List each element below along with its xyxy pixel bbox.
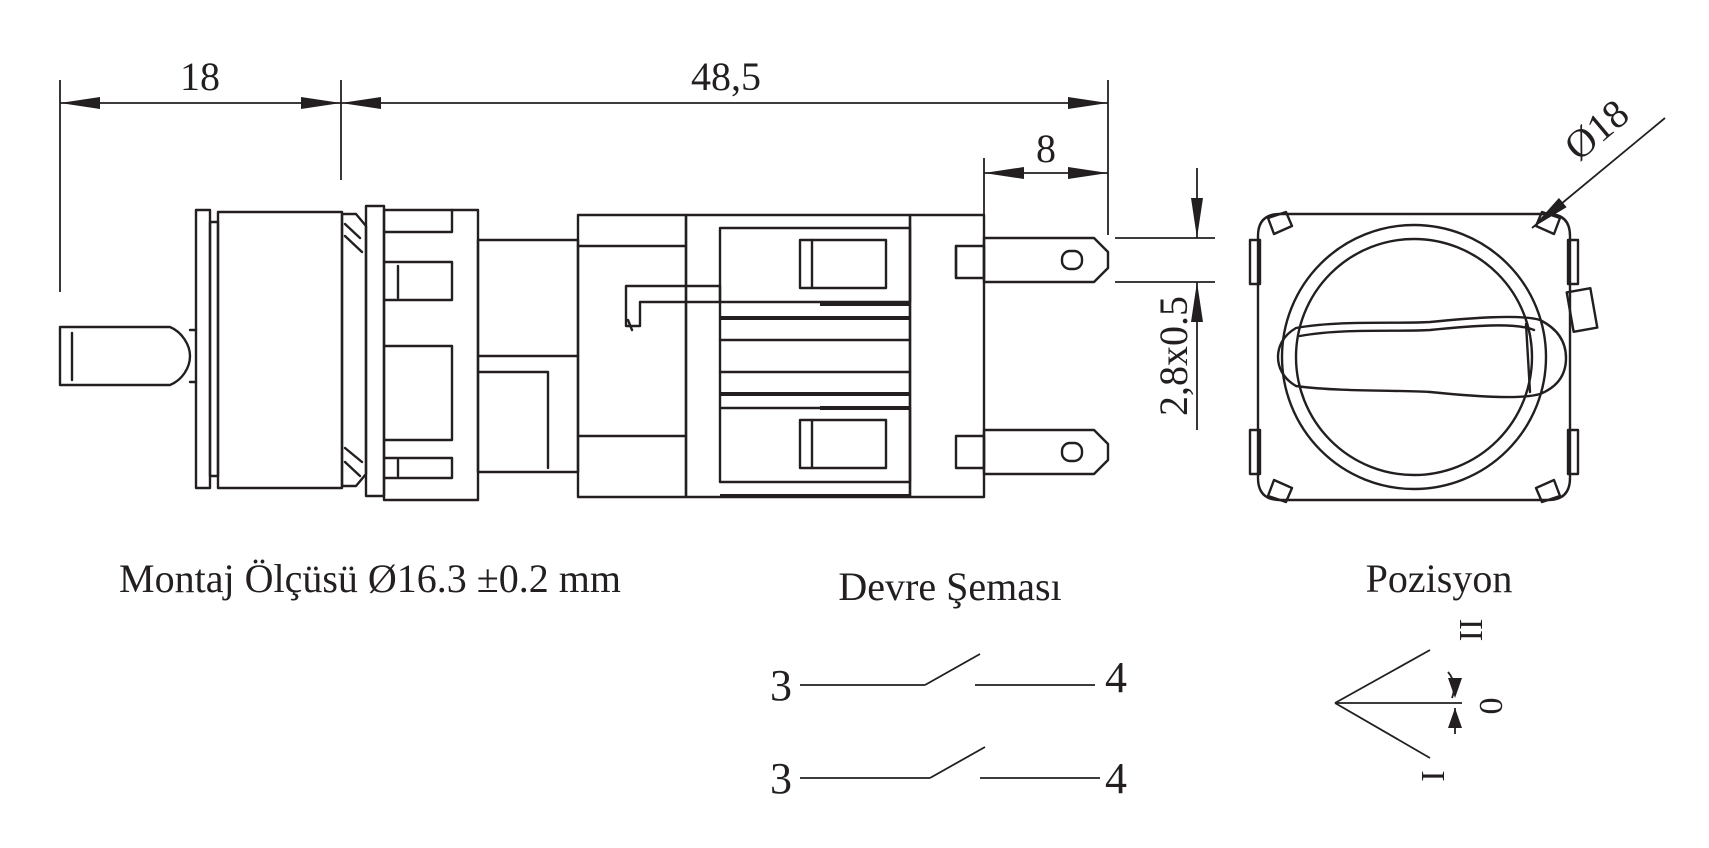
caption-mounting: Montaj Ölçüsü Ø16.3 ±0.2 mm — [119, 556, 621, 601]
position-right-label: II — [1452, 619, 1489, 642]
position-center-label: 0 — [1472, 698, 1509, 715]
dimension-lines — [59, 80, 1666, 430]
contact2-left-terminal: 3 — [770, 754, 792, 803]
contact1-left-terminal: 3 — [770, 661, 792, 710]
circuit-diagram — [800, 653, 1100, 779]
dim-handle-length: 18 — [180, 54, 220, 99]
dim-body-length: 48,5 — [691, 54, 761, 99]
dim-terminal-length: 8 — [1036, 126, 1056, 171]
caption-circuit: Devre Şeması — [838, 564, 1061, 609]
side-view — [58, 204, 1110, 502]
contact1-right-terminal: 4 — [1105, 653, 1127, 702]
position-diagram — [1334, 649, 1462, 759]
front-view — [1248, 210, 1599, 504]
dim-diameter: Ø18 — [1555, 90, 1637, 169]
position-left-label: I — [1414, 770, 1451, 781]
caption-position: Pozisyon — [1366, 556, 1513, 601]
contact2-right-terminal: 4 — [1105, 754, 1127, 803]
dim-terminal-size: 2,8x0.5 — [1151, 296, 1196, 416]
